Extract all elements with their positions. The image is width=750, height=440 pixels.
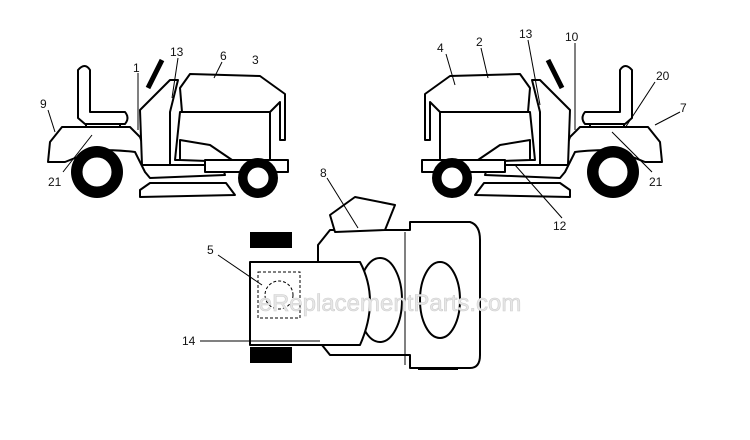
callout-leaders [47, 39, 681, 342]
callout-13: 13 [519, 27, 533, 41]
callout-8: 8 [320, 166, 327, 180]
callout-10: 10 [565, 30, 579, 44]
callout-14: 14 [182, 334, 196, 348]
callout-6: 6 [220, 49, 227, 63]
watermark: eReplacementParts.com [259, 290, 522, 317]
callout-9: 9 [40, 97, 47, 111]
callout-7: 7 [680, 101, 687, 115]
top-view-tractor [249, 196, 481, 370]
callout-21: 21 [649, 175, 663, 189]
callout-3: 3 [252, 53, 259, 67]
callout-13: 13 [170, 45, 184, 59]
callout-5: 5 [207, 243, 214, 257]
callout-1: 1 [133, 61, 140, 75]
callout-2: 2 [476, 35, 483, 49]
callout-21: 21 [48, 175, 62, 189]
callout-12: 12 [553, 219, 567, 233]
callout-20: 20 [656, 69, 670, 83]
callout-4: 4 [437, 41, 444, 55]
right-side-view-tractor [421, 58, 663, 198]
left-side-view-tractor [47, 58, 289, 198]
